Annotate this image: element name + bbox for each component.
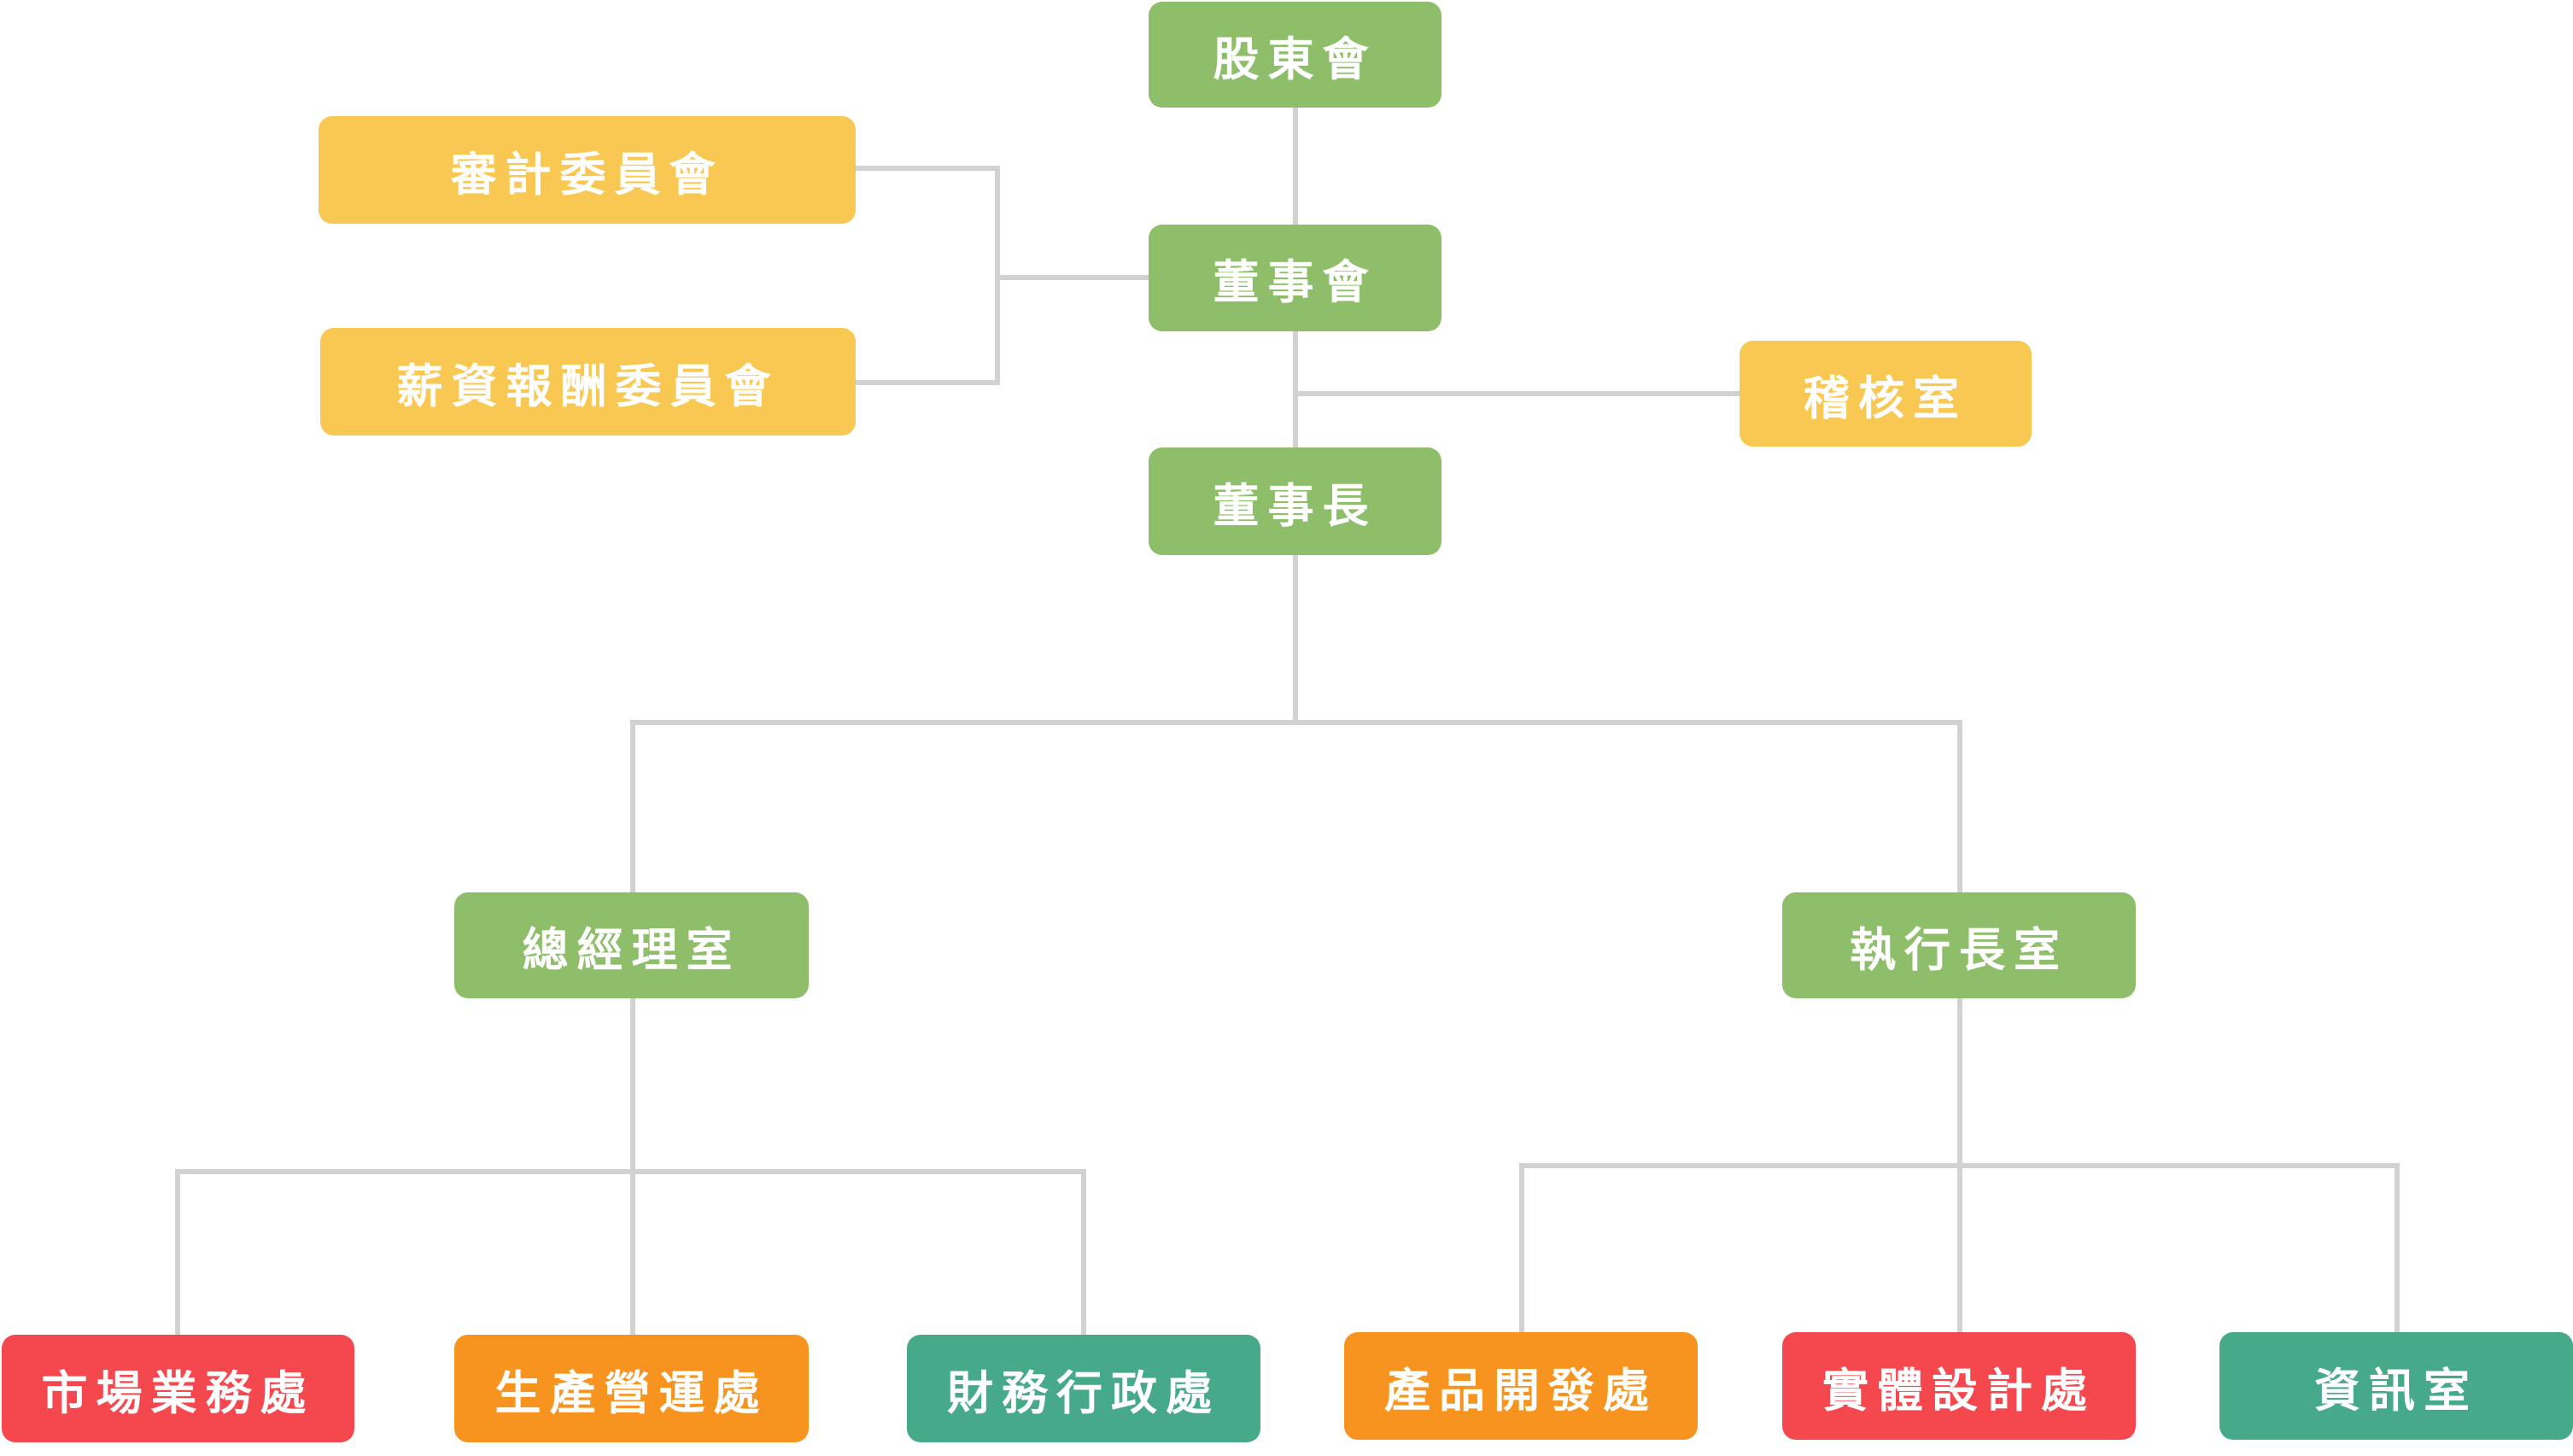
node-gm-office: 總經理室 [454, 892, 809, 998]
node-ceo-office: 執行長室 [1782, 892, 2136, 998]
node-product-dev: 產品開發處 [1344, 1332, 1698, 1440]
node-shareholders: 股東會 [1149, 2, 1441, 108]
node-compensation-committee: 薪資報酬委員會 [320, 328, 856, 436]
node-marketing: 市場業務處 [2, 1335, 354, 1442]
node-board: 董事會 [1149, 225, 1441, 331]
node-finance-admin: 財務行政處 [907, 1335, 1260, 1442]
node-production: 生產營運處 [454, 1335, 809, 1442]
node-chairman: 董事長 [1149, 447, 1441, 555]
connector-gm-departments [175, 1169, 1086, 1335]
connector-committees [856, 166, 1000, 385]
node-internal-audit: 稽核室 [1740, 341, 2032, 447]
node-it: 資訊室 [2219, 1332, 2573, 1440]
connector-ceo-departments [1519, 1163, 2400, 1332]
connector-executive-branch [630, 720, 1962, 892]
node-audit-committee: 審計委員會 [319, 116, 856, 224]
node-physical-design: 實體設計處 [1782, 1332, 2136, 1440]
